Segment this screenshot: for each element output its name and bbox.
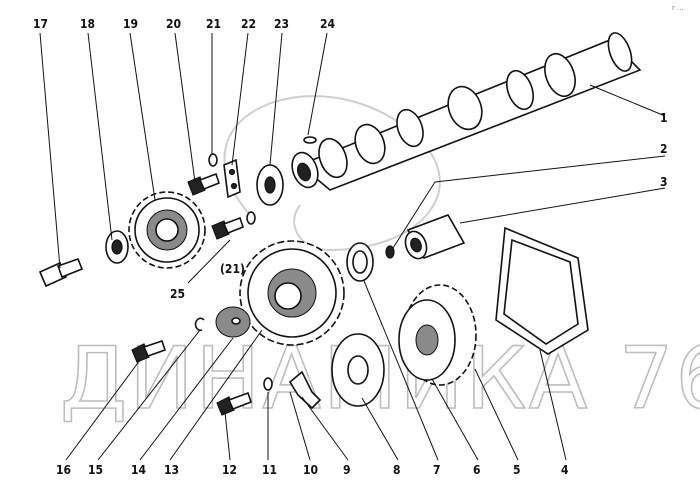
- flange-23-part: [256, 164, 284, 206]
- callout-3: 3: [660, 175, 668, 189]
- bolt-25-part: [211, 211, 256, 240]
- disc-8-part: [331, 333, 385, 407]
- washer-11-part: [263, 377, 273, 391]
- gear-19-part: [128, 191, 206, 269]
- callout-6: 6: [473, 463, 481, 477]
- callout-labels: 17 18 19 20 21 22 23 24 1 2 3 25 (21) 16…: [33, 17, 668, 477]
- callout-21-paren: (21): [220, 262, 245, 276]
- washer-21-part: [208, 153, 218, 167]
- key-24-part: [303, 136, 317, 144]
- eccentric-14-part: [215, 306, 251, 338]
- callout-2: 2: [660, 142, 668, 156]
- callout-5: 5: [513, 463, 521, 477]
- callout-13: 13: [164, 463, 179, 477]
- gear-6-part: [398, 284, 477, 386]
- corner-mark: r ...: [672, 4, 684, 12]
- gear-13-part: [239, 240, 345, 346]
- callout-16: 16: [56, 463, 71, 477]
- sleeve-3-part: [404, 214, 466, 260]
- callout-8: 8: [393, 463, 401, 477]
- bolt-16-part: [131, 339, 167, 363]
- callout-7: 7: [433, 463, 441, 477]
- lockplate-22-part: [223, 158, 241, 199]
- callout-20: 20: [166, 17, 181, 31]
- callout-12: 12: [222, 463, 237, 477]
- callout-17: 17: [33, 17, 48, 31]
- bolt-20-part: [187, 172, 220, 196]
- bolt-12-part: [216, 391, 252, 416]
- gasket-4-part: [495, 226, 589, 355]
- washer-18-part: [105, 230, 129, 264]
- bracket-9-part: [288, 370, 322, 410]
- bushing-2-part: [385, 245, 395, 259]
- callout-9: 9: [343, 463, 351, 477]
- callout-18: 18: [80, 17, 95, 31]
- callout-21: 21: [206, 17, 221, 31]
- callout-11: 11: [262, 463, 277, 477]
- seal-7-part: [346, 242, 374, 282]
- callout-15: 15: [88, 463, 103, 477]
- callout-24: 24: [320, 17, 336, 31]
- callout-4: 4: [561, 463, 569, 477]
- callout-19: 19: [123, 17, 138, 31]
- leader-lines: [39, 32, 666, 461]
- callout-1: 1: [660, 111, 668, 125]
- callout-22: 22: [241, 17, 256, 31]
- camshaft-part: [291, 32, 642, 191]
- callout-25: 25: [170, 287, 185, 301]
- callout-14: 14: [131, 463, 147, 477]
- callout-23: 23: [274, 17, 289, 31]
- callout-10: 10: [303, 463, 318, 477]
- bolt-17-part: [38, 257, 84, 288]
